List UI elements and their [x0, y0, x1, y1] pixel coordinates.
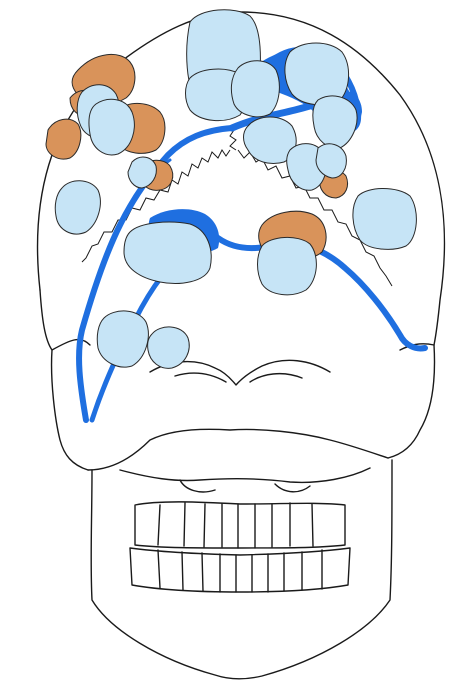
condyle-inner-outline	[175, 373, 302, 382]
mandible-outline	[91, 460, 392, 679]
lesion-right-upper	[313, 96, 357, 148]
left-lambdoid-edge	[52, 340, 90, 350]
sagittal-suture	[230, 130, 236, 150]
lesion-lower-left	[97, 311, 148, 367]
lower-teeth-outline	[130, 548, 350, 592]
lesion-top-right-center	[231, 61, 279, 117]
lesion-left-upper-2	[89, 99, 134, 155]
lesion-mid-right-lower	[258, 237, 317, 294]
lesion-far-right	[353, 189, 416, 250]
lesion-mid-left-large	[124, 222, 211, 283]
right-mastoid-outline	[388, 345, 434, 458]
lesion-left-mid	[55, 181, 100, 234]
lesion-lower-left-2	[148, 327, 190, 368]
lesion-top-right	[285, 43, 349, 105]
mandible-inner-outline	[120, 468, 370, 482]
teeth	[130, 502, 350, 592]
occipital-base-outline	[88, 429, 388, 470]
orange-lesion-left-mid	[46, 119, 81, 159]
